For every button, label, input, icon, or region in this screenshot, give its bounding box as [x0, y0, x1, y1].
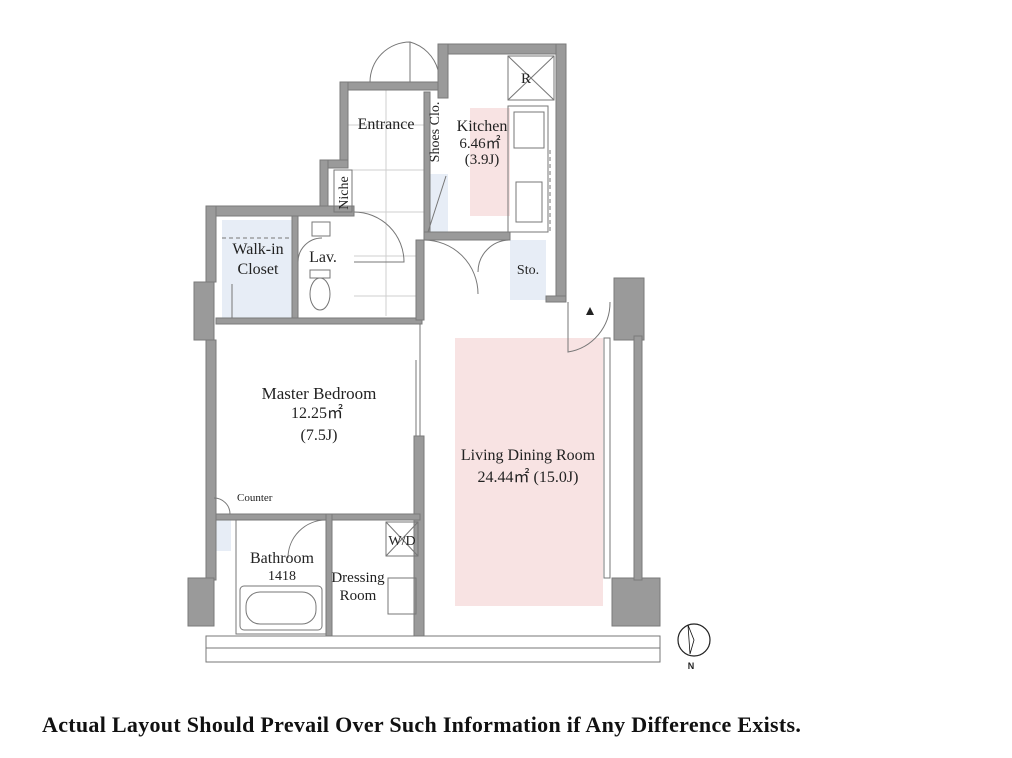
dressing-room-label-1: Dressing [331, 570, 385, 586]
kitchen-area: 6.46㎡ [459, 135, 500, 152]
floor-plan: Kitchen 6.46㎡ (3.9J) Entrance Shoes Clo.… [187, 41, 711, 671]
storage-label: Sto. [517, 263, 539, 278]
thin-lines [205, 41, 661, 663]
hallway-floor-grid [348, 90, 424, 316]
walkin-closet-label-2: Closet [238, 261, 279, 278]
north-label: N [688, 661, 695, 671]
walkin-closet-fill [222, 220, 292, 318]
master-bedroom-label: Master Bedroom [262, 384, 377, 403]
disclaimer-text: Actual Layout Should Prevail Over Such I… [42, 712, 802, 737]
counter-fill [215, 515, 231, 551]
bathroom-label: Bathroom [250, 550, 315, 567]
entrance-label: Entrance [358, 116, 415, 133]
niche-label: Niche [337, 176, 352, 209]
north-arrow-icon [677, 623, 711, 657]
walkin-closet-label-1: Walk-in [232, 241, 283, 258]
counter-label: Counter [237, 492, 273, 504]
bathroom-size: 1418 [268, 569, 296, 584]
master-bedroom-jyo: (7.5J) [301, 427, 338, 444]
dressing-room-label-2: Room [340, 588, 377, 604]
living-dining-highlight [455, 338, 603, 606]
kitchen-jyo: (3.9J) [465, 152, 500, 168]
master-bedroom-area: 12.25㎡ [291, 404, 343, 422]
living-dining-label: Living Dining Room [461, 447, 596, 464]
living-dining-area: 24.44㎡ (15.0J) [478, 468, 579, 486]
walls [187, 43, 661, 637]
washer-dryer-label: W/D [388, 534, 415, 549]
refrigerator-label: R [521, 71, 531, 87]
kitchen-highlight [470, 108, 510, 216]
entry-arrow-icon [586, 307, 594, 315]
shoes-closet-label: Shoes Clo. [428, 102, 443, 163]
kitchen-label: Kitchen [457, 118, 508, 135]
lavatory-label: Lav. [309, 249, 337, 266]
storage-fill [510, 240, 546, 300]
